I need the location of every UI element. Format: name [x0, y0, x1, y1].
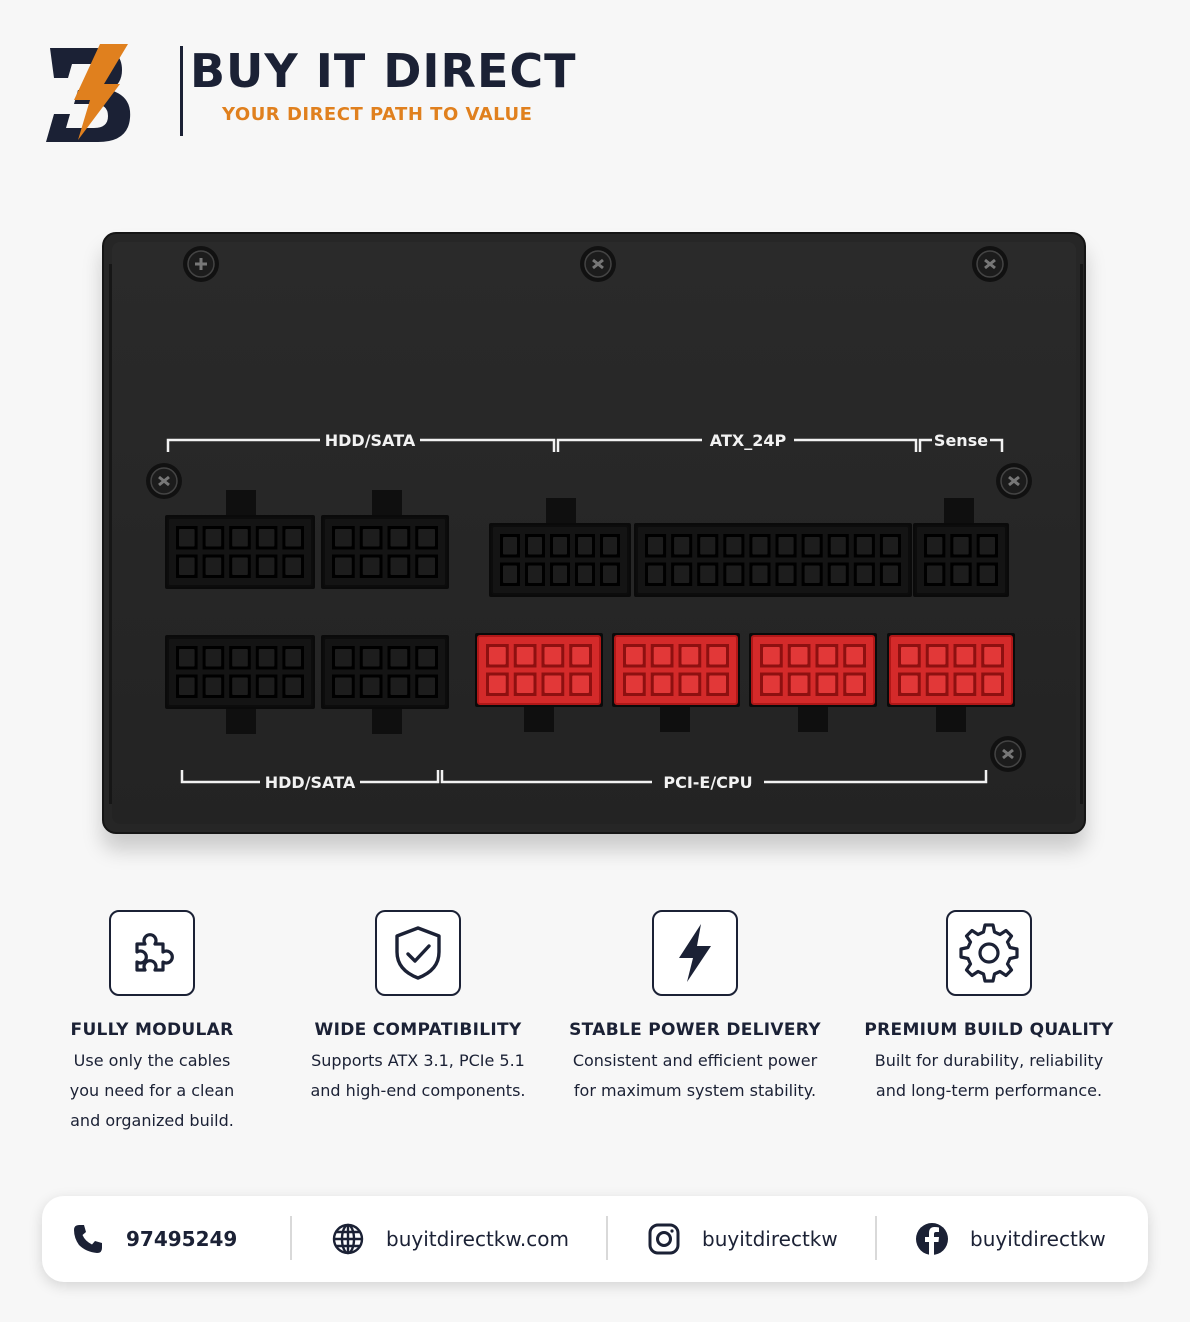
features-section: FULLY MODULAR Use only the cables you ne…: [40, 910, 1150, 1140]
contact-website[interactable]: buyitdirectkw.com: [330, 1196, 569, 1282]
puzzle-icon: [109, 910, 195, 996]
feature-desc-line: Use only the cables: [73, 1051, 231, 1070]
logo-divider: [180, 46, 183, 136]
label-brackets-top: [166, 438, 1004, 784]
feature-description: Use only the cables you need for a clean…: [22, 1046, 282, 1136]
logo-b-bolt-icon: [46, 44, 131, 142]
label-pci-e-cpu: PCI-E/CPU: [663, 773, 752, 792]
shield-check-icon: [375, 910, 461, 996]
contact-phone[interactable]: 97495249: [70, 1196, 237, 1282]
feature-desc-line: Supports ATX 3.1, PCIe 5.1: [311, 1051, 525, 1070]
feature-title: STABLE POWER DELIVERY: [569, 1020, 821, 1040]
label-sense: Sense: [934, 431, 988, 450]
psu-port-diagram: HDD/SATA ATX_24P Sense HDD/SATA PCI-E/CP…: [109, 246, 1083, 804]
feature-title: WIDE COMPATIBILITY: [314, 1020, 522, 1040]
feature-title: PREMIUM BUILD QUALITY: [864, 1020, 1114, 1040]
feature-fully-modular: FULLY MODULAR Use only the cables you ne…: [22, 910, 282, 1136]
feature-description: Built for durability, reliability and lo…: [859, 1046, 1119, 1106]
phone-icon: [70, 1221, 106, 1257]
gear-icon: [946, 910, 1032, 996]
contact-separator: [606, 1216, 608, 1260]
label-atx-24p: ATX_24P: [710, 431, 787, 450]
feature-description: Supports ATX 3.1, PCIe 5.1 and high-end …: [288, 1046, 548, 1106]
brand-tagline: YOUR DIRECT PATH TO VALUE: [222, 104, 533, 125]
screw-mid-left: [146, 463, 182, 499]
instagram-handle: buyitdirectkw: [702, 1227, 838, 1251]
facebook-handle: buyitdirectkw: [970, 1227, 1106, 1251]
contact-facebook[interactable]: buyitdirectkw: [914, 1196, 1106, 1282]
facebook-icon: [914, 1221, 950, 1257]
screw-top-left: [183, 246, 219, 282]
contact-instagram[interactable]: buyitdirectkw: [646, 1196, 838, 1282]
brand-logo: BUY IT DIRECT YOUR DIRECT PATH TO VALUE: [44, 38, 576, 148]
screw-bottom-right: [990, 736, 1026, 772]
feature-desc-line: Built for durability, reliability: [874, 1051, 1104, 1070]
feature-desc-line: and high-end components.: [310, 1081, 526, 1100]
contact-separator: [875, 1216, 877, 1260]
instagram-icon: [646, 1221, 682, 1257]
feature-desc-line: Consistent and efficient power: [572, 1051, 818, 1070]
lightning-icon: [652, 910, 738, 996]
contact-bar: 97495249 buyitdirectkw.com buyitdirectkw…: [42, 1196, 1148, 1282]
feature-stable-power-delivery: STABLE POWER DELIVERY Consistent and eff…: [565, 910, 825, 1106]
feature-desc-line: for maximum system stability.: [573, 1081, 817, 1100]
feature-desc-line: and long-term performance.: [875, 1081, 1103, 1100]
feature-wide-compatibility: WIDE COMPATIBILITY Supports ATX 3.1, PCI…: [288, 910, 548, 1106]
contact-separator: [290, 1216, 292, 1260]
brand-name: BUY IT DIRECT: [190, 44, 577, 98]
label-top-hdd-sata: HDD/SATA: [325, 431, 416, 450]
feature-title: FULLY MODULAR: [70, 1020, 234, 1040]
feature-premium-build-quality: PREMIUM BUILD QUALITY Built for durabili…: [859, 910, 1119, 1106]
phone-number: 97495249: [126, 1227, 238, 1251]
screw-top-center: [580, 246, 616, 282]
connector-ports: [165, 490, 1015, 734]
feature-desc-line: you need for a clean: [69, 1081, 235, 1100]
globe-icon: [330, 1221, 366, 1257]
feature-desc-line: and organized build.: [70, 1111, 234, 1130]
screw-mid-right: [996, 463, 1032, 499]
label-bottom-hdd-sata: HDD/SATA: [265, 773, 356, 792]
psu-modular-panel: HDD/SATA ATX_24P Sense HDD/SATA PCI-E/CP…: [102, 232, 1086, 834]
screw-top-right: [972, 246, 1008, 282]
website-url: buyitdirectkw.com: [386, 1227, 569, 1251]
feature-description: Consistent and efficient power for maxim…: [565, 1046, 825, 1106]
